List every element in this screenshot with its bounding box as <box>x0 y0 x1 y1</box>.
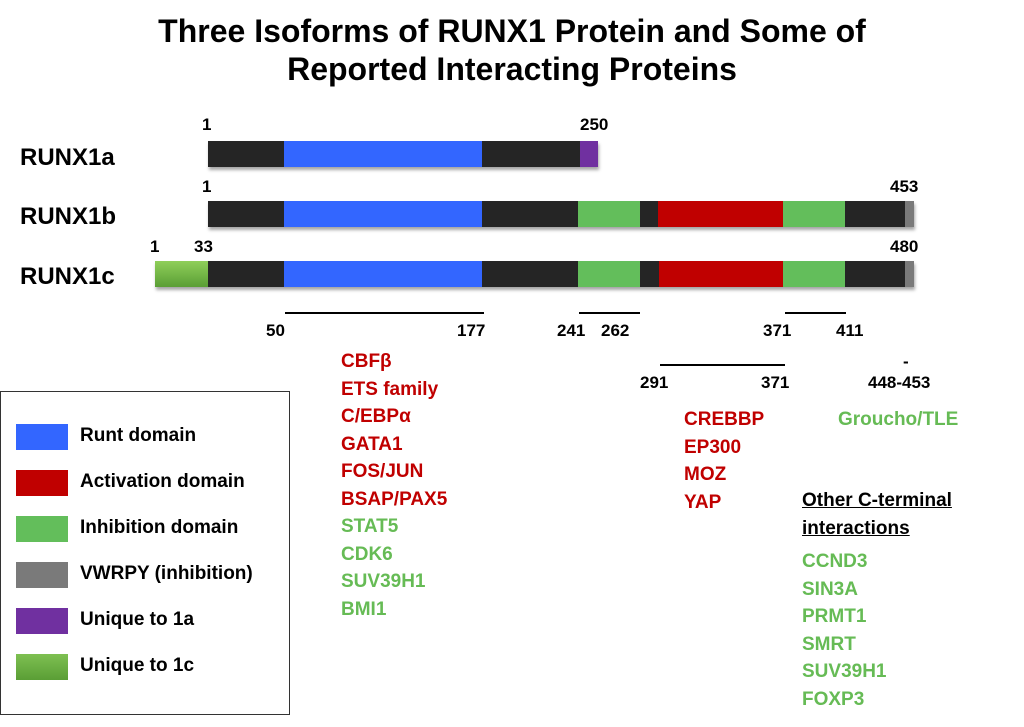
legend-label-inhibition: Inhibition domain <box>80 517 239 538</box>
legend-swatch-vwrpy <box>16 562 68 588</box>
legend-label-runt: Runt domain <box>80 425 197 446</box>
interactor-prmt1: PRMT1 <box>802 606 867 627</box>
c-terminal-header: Other C-terminal interactions <box>802 487 952 542</box>
runx1c-bar <box>155 261 914 287</box>
interactor-cbfb: CBFβ <box>341 351 392 372</box>
activation-domain-segment <box>659 261 783 287</box>
unique-1a-segment <box>580 141 598 167</box>
interactor-groucho-tle: Groucho/TLE <box>838 409 959 430</box>
linker-segment <box>845 201 905 227</box>
legend-label-vwrpy: VWRPY (inhibition) <box>80 563 253 584</box>
legend-box: Runt domain Activation domain Inhibition… <box>0 391 290 715</box>
linker-segment <box>482 201 578 227</box>
linker-segment <box>208 141 284 167</box>
pos-241: 241 <box>557 321 586 340</box>
legend-label-unique-1a: Unique to 1a <box>80 609 195 630</box>
interactor-suv39h1-c: SUV39H1 <box>802 661 887 682</box>
interactor-bmi1: BMI1 <box>341 598 387 620</box>
legend-label-activation: Activation domain <box>80 471 245 492</box>
runx1c-33: 33 <box>194 237 213 256</box>
interactor-sin3a: SIN3A <box>802 578 858 600</box>
linker-segment <box>640 261 659 287</box>
interactor-ets-family: ETS family <box>341 378 439 400</box>
isoform-label-runx1c: RUNX1c <box>20 263 115 290</box>
interactor-smrt: SMRT <box>802 633 856 655</box>
pos-262: 262 <box>601 321 630 340</box>
legend-swatch-runt <box>16 424 68 450</box>
linker-segment <box>640 201 658 227</box>
activation-range-line <box>660 364 785 366</box>
runt-domain-segment <box>284 201 482 227</box>
linker-segment <box>208 261 284 287</box>
runx1a-end: 250 <box>580 115 609 134</box>
interactor-ep300: EP300 <box>684 436 742 458</box>
unique-1c-segment <box>155 261 208 287</box>
pos-411: 411 <box>836 321 864 340</box>
interactor-suv39h1: SUV39H1 <box>341 571 426 592</box>
interactor-gata1: GATA1 <box>341 433 403 455</box>
runx1a-bar <box>208 141 598 167</box>
interactor-ccnd3: CCND3 <box>802 551 868 572</box>
interactor-cdk6: CDK6 <box>341 543 393 565</box>
runx1b-bar <box>208 201 914 227</box>
title-line-2: Reported Interacting Proteins <box>287 51 737 87</box>
pos-448-453: 448-453 <box>868 373 931 392</box>
interactor-stat5: STAT5 <box>341 516 399 537</box>
inhibition-domain-segment <box>783 261 845 287</box>
interactor-crebbp: CREBBP <box>684 409 765 430</box>
interactor-bsap-pax5: BSAP/PAX5 <box>341 488 448 510</box>
c-terminal-header-line1: Other C-terminal <box>802 490 952 511</box>
activation-interactor-list: CREBBP EP300 MOZ YAP <box>684 406 764 516</box>
runx1a-start: 1 <box>202 115 212 134</box>
inhibition2-range-line <box>785 312 846 314</box>
runt-range-line <box>285 312 484 314</box>
interactor-cebpa: C/EBPα <box>341 406 411 427</box>
vwrpy-segment <box>905 261 914 287</box>
interactor-yap: YAP <box>684 491 722 513</box>
legend-swatch-unique-1c <box>16 654 68 680</box>
legend-swatch-unique-1a <box>16 608 68 634</box>
pos-371: 371 <box>763 321 792 340</box>
interactor-moz: MOZ <box>684 464 727 485</box>
runx1c-end: 480 <box>890 237 919 256</box>
linker-segment <box>845 261 905 287</box>
figure-title: Three Isoforms of RUNX1 Protein and Some… <box>0 12 1024 88</box>
legend-label-unique-1c: Unique to 1c <box>80 655 195 676</box>
legend-swatch-inhibition <box>16 516 68 542</box>
runt-domain-segment <box>284 261 482 287</box>
activation-domain-segment <box>658 201 783 227</box>
inhibition-domain-segment <box>578 261 640 287</box>
runt-domain-segment <box>284 141 482 167</box>
linker-segment <box>208 201 284 227</box>
runt-interactor-list: CBFβ ETS family C/EBPα GATA1 FOS/JUN BSA… <box>341 348 447 623</box>
inhibition-domain-segment <box>783 201 845 227</box>
legend-swatch-activation <box>16 470 68 496</box>
linker-segment <box>482 261 578 287</box>
vwrpy-dash: - <box>903 352 909 371</box>
interactor-fos-jun: FOS/JUN <box>341 461 424 482</box>
inhibition1-range-line <box>579 312 640 314</box>
runx1b-start: 1 <box>202 177 212 196</box>
c-terminal-interactor-list: CCND3 SIN3A PRMT1 SMRT SUV39H1 FOXP3 <box>802 548 887 713</box>
pos-50: 50 <box>266 321 285 340</box>
linker-segment <box>482 141 580 167</box>
pos-177: 177 <box>457 321 486 340</box>
inhibition-domain-segment <box>578 201 640 227</box>
title-line-1: Three Isoforms of RUNX1 Protein and Some… <box>158 13 866 49</box>
runx1c-start: 1 <box>150 237 160 256</box>
pos-291: 291 <box>640 373 669 392</box>
vwrpy-segment <box>905 201 914 227</box>
pos-371b: 371 <box>761 373 790 392</box>
interactor-foxp3: FOXP3 <box>802 688 865 710</box>
c-terminal-header-line2: interactions <box>802 517 910 539</box>
isoform-label-runx1a: RUNX1a <box>20 144 115 171</box>
runx1b-end: 453 <box>890 177 919 196</box>
isoform-label-runx1b: RUNX1b <box>20 203 117 230</box>
